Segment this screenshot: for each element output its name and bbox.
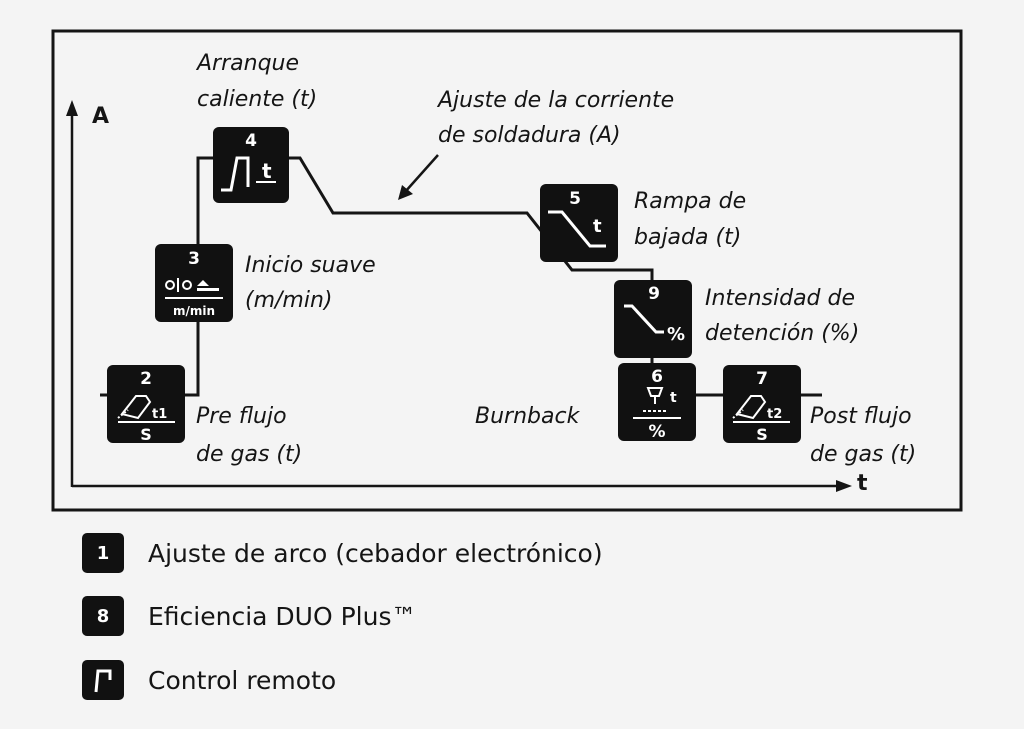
legend-item-duo-plus: 8 Eficiencia DUO Plus™ [82,596,682,636]
soft-start-label: Inicio suave (m/min) [245,253,383,313]
legend-key: 1 [82,533,124,573]
ramp-percent-icon [624,304,664,334]
svg-text:3: 3 [188,249,200,269]
svg-text:7: 7 [756,369,768,389]
ramp-down-label: Rampa de bajada (t) [634,189,753,250]
ramp-down-box: 5 t [540,184,618,262]
svg-text:t: t [262,159,272,183]
crater-current-label: Intensidad de detención (%) [705,286,862,346]
svg-text:S: S [140,425,152,444]
current-adjust-arrow [398,154,439,200]
hot-start-label: Arranque caliente (t) [195,51,317,112]
burnback-icon [643,387,667,412]
hot-start-box: 4 t [213,127,289,203]
ramp-down-icon [548,210,606,248]
crater-current-box: 9 % [614,280,692,358]
y-axis-label: A [92,104,109,129]
x-axis-label: t [857,471,868,496]
gas-nozzle-icon [117,395,152,420]
pre-gas-flow-box: 2 t1 S [107,365,185,444]
legend-item-arc-adjust: 1 Ajuste de arco (cebador electrónico) [82,533,682,573]
pre-gas-flow-label: Pre flujo de gas (t) [196,404,302,467]
legend-text: Ajuste de arco (cebador electrónico) [148,538,603,568]
svg-text:5: 5 [569,189,581,209]
post-gas-flow-box: 7 t2 S [723,365,801,444]
soft-start-box: 3 m/min [155,244,233,322]
x-axis [72,480,852,492]
legend-key: 8 [82,596,124,636]
svg-text:t2: t2 [767,407,782,422]
svg-text:%: % [667,324,685,345]
burnback-box: 6 t % [618,363,696,442]
svg-text:S: S [756,425,768,444]
legend-text: Eficiencia DUO Plus™ [148,601,417,631]
hot-start-icon [221,156,250,192]
gas-nozzle-icon [732,395,767,420]
svg-text:4: 4 [245,131,257,151]
svg-text:t1: t1 [152,407,167,422]
current-adjust-label: Ajuste de la corriente de soldadura (A) [436,88,681,148]
legend-item-remote-control: Control remoto [82,660,682,700]
svg-text:9: 9 [648,284,660,304]
post-gas-flow-label: Post flujo de gas (t) [810,404,919,467]
burnback-label: Burnback [475,404,581,429]
svg-text:t: t [670,390,677,406]
y-axis [66,100,78,487]
svg-text:2: 2 [140,369,152,389]
svg-text:%: % [648,422,665,442]
svg-text:6: 6 [651,367,663,387]
remote-control-icon [82,660,124,700]
svg-text:m/min: m/min [173,304,215,318]
diagram-frame [51,29,963,512]
legend-text: Control remoto [148,665,337,695]
wire-feed-icon [165,278,219,292]
svg-text:t: t [593,216,602,237]
